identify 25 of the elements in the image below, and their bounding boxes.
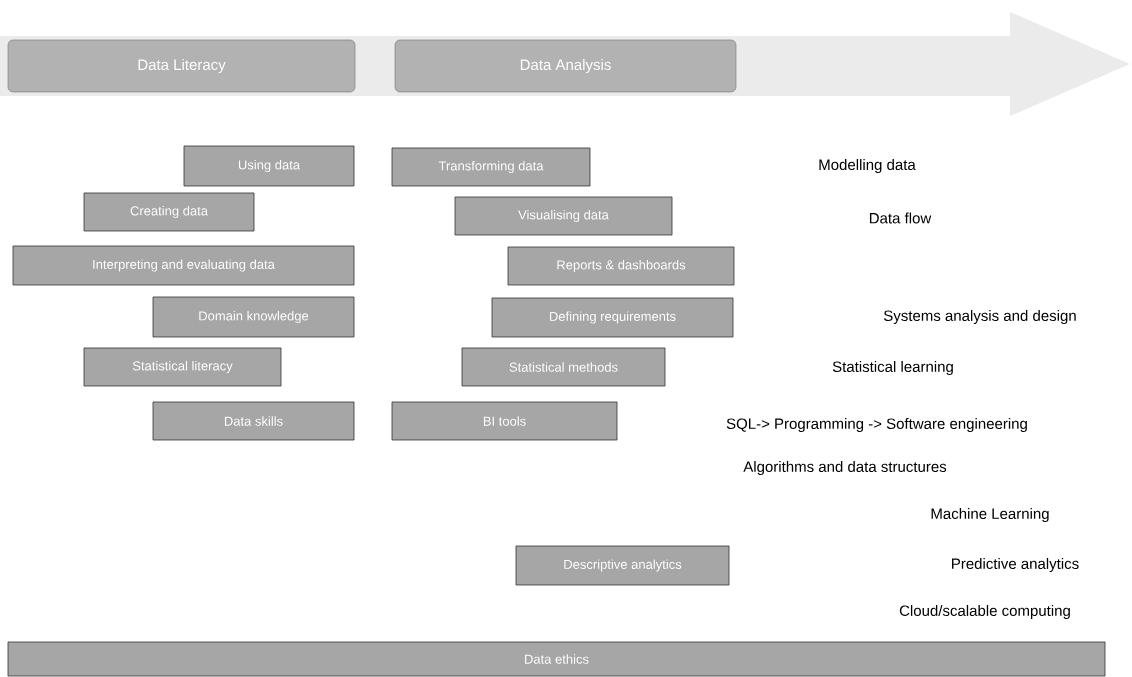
process-box: Domain knowledge: [152, 296, 355, 338]
topic-label: Cloud/scalable computing: [899, 605, 1070, 619]
process-box: Statistical methods: [461, 347, 666, 387]
base-bar: Data ethics: [7, 641, 1106, 677]
topic-label: Systems analysis and design: [883, 310, 1076, 324]
topic-label: Machine Learning: [931, 508, 1049, 522]
process-box: Transforming data: [391, 147, 591, 187]
process-box: Defining requirements: [491, 297, 734, 338]
topic-label: Data flow: [869, 212, 932, 224]
process-box: Visualising data: [454, 196, 673, 236]
process-box: Creating data: [83, 192, 255, 232]
process-box: BI tools: [391, 401, 618, 441]
process-box: Interpreting and evaluating data: [12, 245, 355, 286]
process-box: Descriptive analytics: [515, 545, 730, 586]
topic-label: SQL-> Programming -> Software engineering: [726, 418, 1027, 432]
process-box: Statistical literacy: [83, 347, 282, 387]
process-box: Data skills: [152, 401, 355, 441]
topic-label: Algorithms and data structures: [743, 461, 947, 475]
header-band: Data Literacy: [7, 39, 356, 93]
process-box: Using data: [183, 145, 355, 187]
topic-label: Predictive analytics: [952, 558, 1079, 572]
topic-label: Statistical learning: [832, 361, 953, 375]
process-box: Reports & dashboards: [507, 246, 735, 286]
header-band: Data Analysis: [394, 39, 737, 93]
topic-label: Modelling data: [819, 159, 916, 173]
